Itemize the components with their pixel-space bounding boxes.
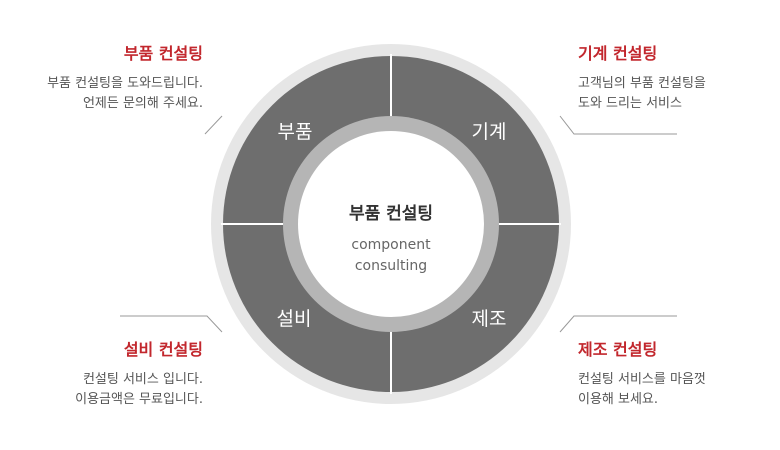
center-subtitle-line1: component <box>351 237 431 253</box>
callout-description-line2: 언제든 문의해 주세요. <box>82 96 203 111</box>
connector-bottom-right <box>559 315 677 333</box>
callout-description-line1: 컨설팅 서비스를 마음껏 <box>578 372 706 387</box>
callout-facility: 설비 컨설팅 컨설팅 서비스 입니다. 이용금액은 무료입니다. <box>3 340 203 410</box>
callout-title: 제조 컨설팅 <box>578 340 658 359</box>
callout-description-line1: 고객님의 부품 컨설팅을 <box>578 76 706 91</box>
center-circle <box>298 131 484 317</box>
callout-title: 설비 컨설팅 <box>123 340 203 359</box>
callout-title: 부품 컨설팅 <box>123 44 203 63</box>
callout-description-line1: 부품 컨설팅을 도와드립니다. <box>47 76 203 91</box>
segment-label-machine: 기계 <box>472 121 507 143</box>
segment-label-facility: 설비 <box>277 308 312 330</box>
connector-top-right <box>559 115 677 135</box>
callout-title: 기계 컨설팅 <box>578 44 658 63</box>
callout-description-line2: 도와 드리는 서비스 <box>578 96 682 111</box>
callout-machine: 기계 컨설팅 고객님의 부품 컨설팅을 도와 드리는 서비스 <box>578 44 778 114</box>
connector-top-left <box>204 115 223 135</box>
callout-manufacturing: 제조 컨설팅 컨설팅 서비스를 마음껏 이용해 보세요. <box>578 340 778 410</box>
callout-parts: 부품 컨설팅 부품 컨설팅을 도와드립니다. 언제든 문의해 주세요. <box>3 44 203 114</box>
segment-label-manufacturing: 제조 <box>472 308 507 330</box>
connector-bottom-left <box>120 315 223 333</box>
callout-description-line2: 이용금액은 무료입니다. <box>75 392 203 407</box>
callout-description-line2: 이용해 보세요. <box>578 392 659 407</box>
center-subtitle-line2: consulting <box>355 258 427 274</box>
callout-description-line1: 컨설팅 서비스 입니다. <box>82 372 203 387</box>
center-title: 부품 컨설팅 <box>349 204 433 224</box>
segment-label-parts: 부품 <box>278 121 313 143</box>
